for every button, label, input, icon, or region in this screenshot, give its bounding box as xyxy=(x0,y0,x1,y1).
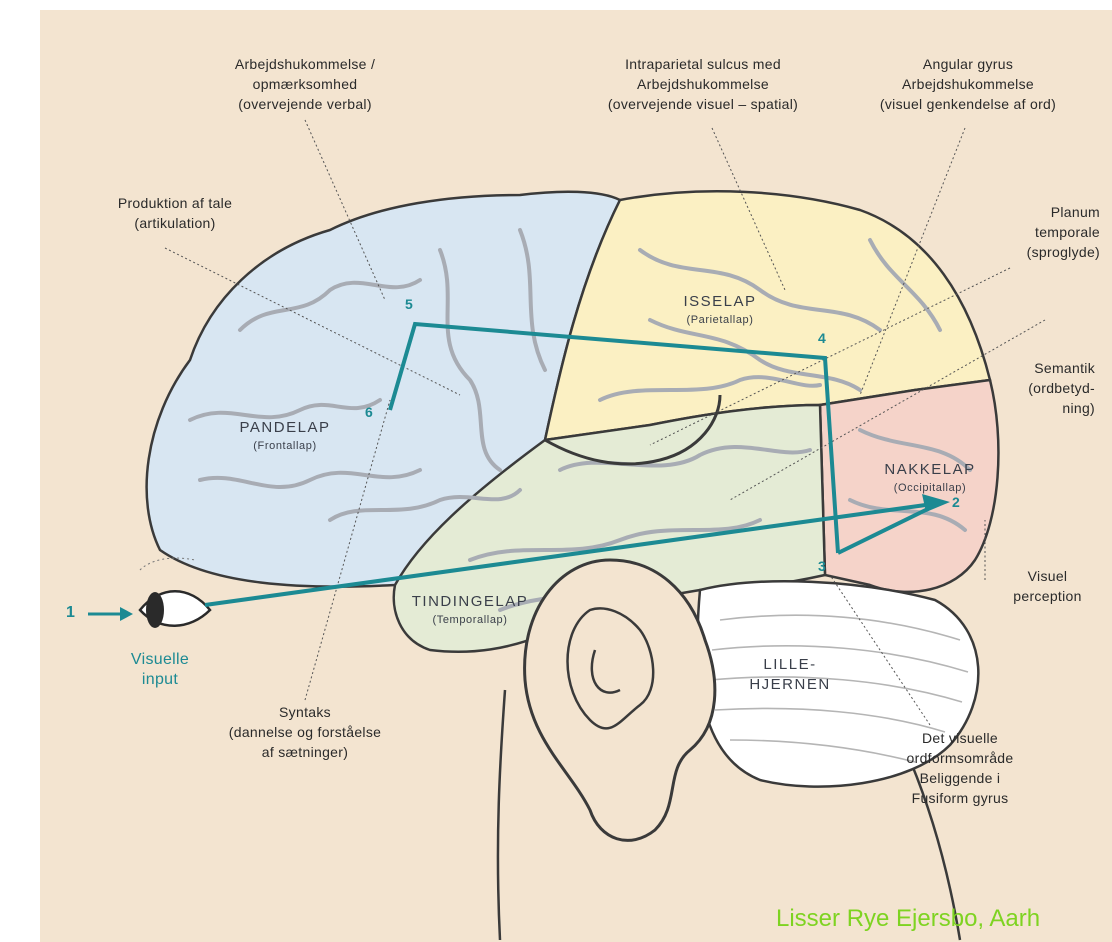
path-number-1: 1 xyxy=(66,604,75,622)
path-number-2: 2 xyxy=(952,494,960,510)
lobe-frontal: PANDELAP(Frontallap) xyxy=(220,418,350,454)
ear xyxy=(525,560,715,840)
lobe-occipital: NAKKELAP(Occipitallap) xyxy=(870,460,990,496)
path-number-5: 5 xyxy=(405,296,413,312)
lobe-temporal: TINDINGELAP(Temporallap) xyxy=(400,592,540,628)
label-speech-production: Produktion af tale(artikulation) xyxy=(90,193,260,233)
lobe-parietal: ISSELAP(Parietallap) xyxy=(655,292,785,328)
label-semantics: Semantik(ordbetyd-ning) xyxy=(985,358,1095,418)
lobe-cerebellum: LILLE-HJERNEN xyxy=(730,655,850,695)
path-number-3: 3 xyxy=(818,558,826,574)
path-number-4: 4 xyxy=(818,330,826,346)
path-number-6: 6 xyxy=(365,404,373,420)
credit-text: Lisser Rye Ejersbo, Aarh xyxy=(776,905,1040,933)
input-arrowhead xyxy=(120,607,133,621)
label-working-memory-verbal: Arbejdshukommelse /opmærksomhed(overveje… xyxy=(205,54,405,114)
